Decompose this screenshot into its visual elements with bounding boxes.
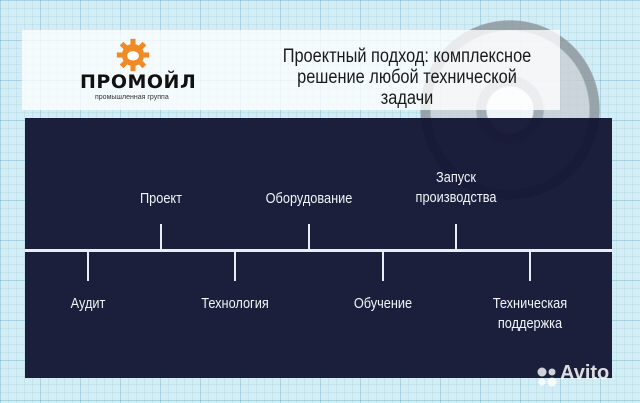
timeline-tick-launch: [455, 224, 457, 249]
avito-watermark: Avito: [560, 362, 610, 384]
timeline-tick-support: [529, 252, 531, 281]
timeline-axis: [25, 249, 612, 252]
avito-logo-icon: [537, 367, 557, 387]
step-label-launch: Запуск производства: [397, 168, 516, 208]
timeline-tick-technology: [234, 252, 236, 281]
logo-subtitle: промышленная группа: [95, 94, 169, 101]
timeline-panel-bottom: [25, 252, 612, 378]
step-label-support-line1: Техническая: [492, 295, 568, 312]
timeline-panel-top: [25, 118, 612, 249]
step-label-technology: Технология: [201, 295, 269, 312]
step-label-project: Проект: [139, 190, 182, 207]
timeline-tick-training: [382, 252, 384, 281]
gear-logo-icon: [116, 38, 150, 72]
step-label-support: Техническая поддержка: [471, 294, 590, 334]
step-label-launch-line1: Запуск: [436, 169, 476, 186]
step-label-audit: Аудит: [70, 295, 106, 312]
step-label-equipment: Оборудование: [265, 190, 353, 207]
timeline-tick-equipment: [308, 224, 310, 249]
title-line-1: Проектный подход: комплексное: [282, 46, 532, 67]
step-label-launch-line2: производства: [415, 189, 497, 206]
timeline-tick-audit: [87, 252, 89, 281]
step-label-support-line2: поддержка: [497, 315, 563, 332]
header-band: [22, 30, 560, 110]
company-logo: ПРОМОЙЛ промышленная группа: [80, 36, 200, 106]
timeline-tick-project: [160, 224, 162, 249]
step-label-training: Обучение: [353, 295, 413, 312]
page-title: Проектный подход: комплексное решение лю…: [282, 46, 532, 109]
logo-name: ПРОМОЙЛ: [80, 71, 197, 93]
title-line-2: решение любой технической задачи: [297, 67, 517, 109]
